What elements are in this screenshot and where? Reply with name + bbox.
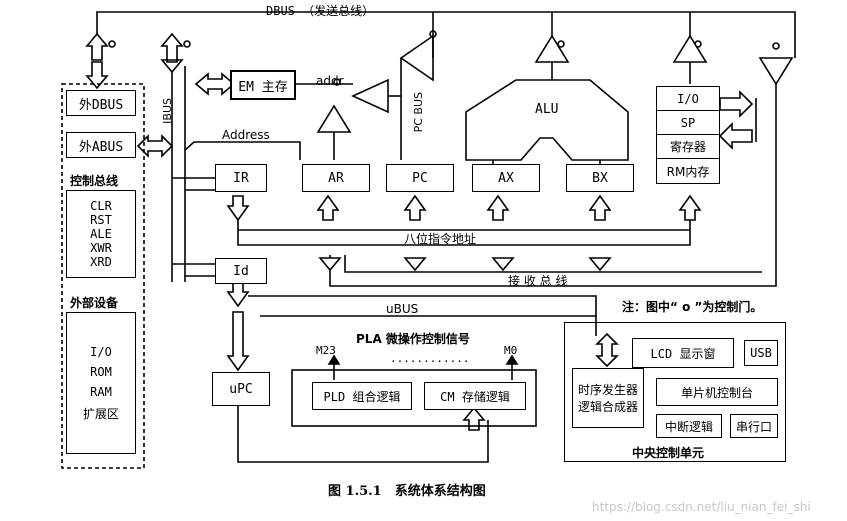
pc-register: PC — [386, 164, 454, 192]
m0-label: M0 — [504, 344, 518, 357]
note: 注：图中“ o ”为控制门。 — [622, 300, 763, 314]
control-bus-title: 控制总线 — [70, 174, 119, 188]
logic-synthesizer-label: 逻辑合成器 — [577, 400, 638, 414]
ax-register: AX — [472, 164, 540, 192]
m23-label: M23 — [316, 344, 336, 357]
io-stack-rm-memory: RM内存 — [666, 164, 710, 179]
bx-register: BX — [566, 164, 634, 192]
em-main-memory: EM 主存 — [230, 70, 296, 100]
pla-dots: ............ — [390, 352, 470, 365]
ctrl-signal-clr: CLR — [90, 199, 112, 213]
cm-logic-box: CM 存储逻辑 — [424, 382, 526, 410]
interrupt-logic-box: 中断逻辑 — [656, 414, 722, 438]
control-bus-box: CLR RST ALE XWR XRD — [66, 190, 136, 278]
upc-register: uPC — [212, 372, 270, 406]
ctrl-signal-ale: ALE — [90, 227, 112, 241]
timing-logic-box: 时序发生器 逻辑合成器 — [572, 368, 644, 428]
timing-generator-label: 时序发生器 — [577, 383, 638, 397]
figure-caption: 图 1.5.1 系统体系结构图 — [328, 484, 486, 499]
ar-register: AR — [302, 164, 370, 192]
usb-box: USB — [744, 340, 778, 366]
cpu-title: 中央控制单元 — [632, 446, 705, 460]
ctrl-signal-xwr: XWR — [90, 241, 112, 255]
pla-title: PLA 微操作控制信号 — [356, 332, 470, 346]
addr-label: addr — [316, 74, 344, 88]
devices-box: I/O ROM RAM 扩展区 — [66, 312, 136, 454]
ctrl-signal-rst: RST — [90, 213, 112, 227]
device-io: I/O — [90, 344, 112, 359]
receive-bus-label: 接 收 总 线 — [508, 274, 568, 288]
io-stack-sp: SP — [657, 111, 719, 135]
device-ram: RAM — [90, 384, 112, 399]
devices-title: 外部设备 — [70, 296, 119, 310]
id-register: Id — [215, 258, 267, 284]
ctrl-signal-xrd: XRD — [90, 255, 112, 269]
watermark: https://blog.csdn.net/liu_nian_fei_shi — [592, 500, 811, 514]
alu-label: ALU — [535, 102, 559, 117]
ir-register: IR — [215, 164, 267, 192]
ext-abus-box: 外ABUS — [66, 132, 136, 158]
io-register-stack: I/O SP 寄存器 RM内存 — [656, 86, 720, 184]
central-control-unit — [564, 322, 786, 462]
ext-dbus-box: 外DBUS — [66, 90, 136, 116]
pcbus-label: PC BUS — [412, 92, 425, 133]
io-stack-registers: 寄存器 — [657, 135, 719, 159]
control-signals-list: CLR RST ALE XWR XRD — [90, 199, 112, 269]
lcd-display-box: LCD 显示窗 — [632, 338, 734, 368]
ubus-label: uBUS — [386, 302, 419, 316]
address-label: Address — [222, 128, 270, 142]
devices-list: I/O ROM RAM 扩展区 — [83, 345, 119, 422]
ibus-label: IBUS — [161, 98, 174, 124]
device-expansion: 扩展区 — [82, 406, 119, 421]
serial-port-box: 串行口 — [730, 414, 778, 438]
mcu-console-box: 单片机控制台 — [656, 378, 778, 406]
eight-bit-address-label: 八位指令地址 — [404, 232, 477, 246]
device-rom: ROM — [90, 364, 112, 379]
io-stack-io: I/O — [657, 87, 719, 111]
pld-logic-box: PLD 组合逻辑 — [312, 382, 412, 410]
dbus-label: DBUS （发送总线） — [266, 4, 375, 18]
